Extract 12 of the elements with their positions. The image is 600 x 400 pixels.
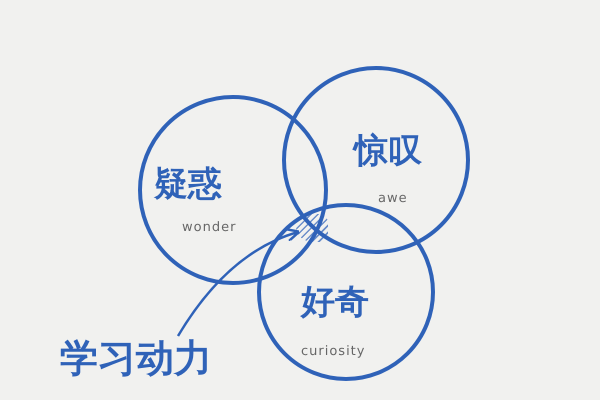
leader-arrow	[176, 228, 300, 337]
venn-circle	[138, 95, 328, 285]
circle-title: 疑惑	[154, 167, 222, 201]
venn-circle	[257, 203, 435, 381]
circle-subtitle: curiosity	[301, 345, 366, 358]
venn-circle	[282, 66, 470, 254]
circle-subtitle: awe	[378, 192, 408, 205]
hatched-region	[296, 214, 328, 242]
circle-title: 惊叹	[354, 134, 422, 168]
circle-title: 好奇	[301, 285, 369, 319]
callout-label: 学习动力	[60, 336, 212, 380]
circle-subtitle: wonder	[182, 221, 236, 234]
